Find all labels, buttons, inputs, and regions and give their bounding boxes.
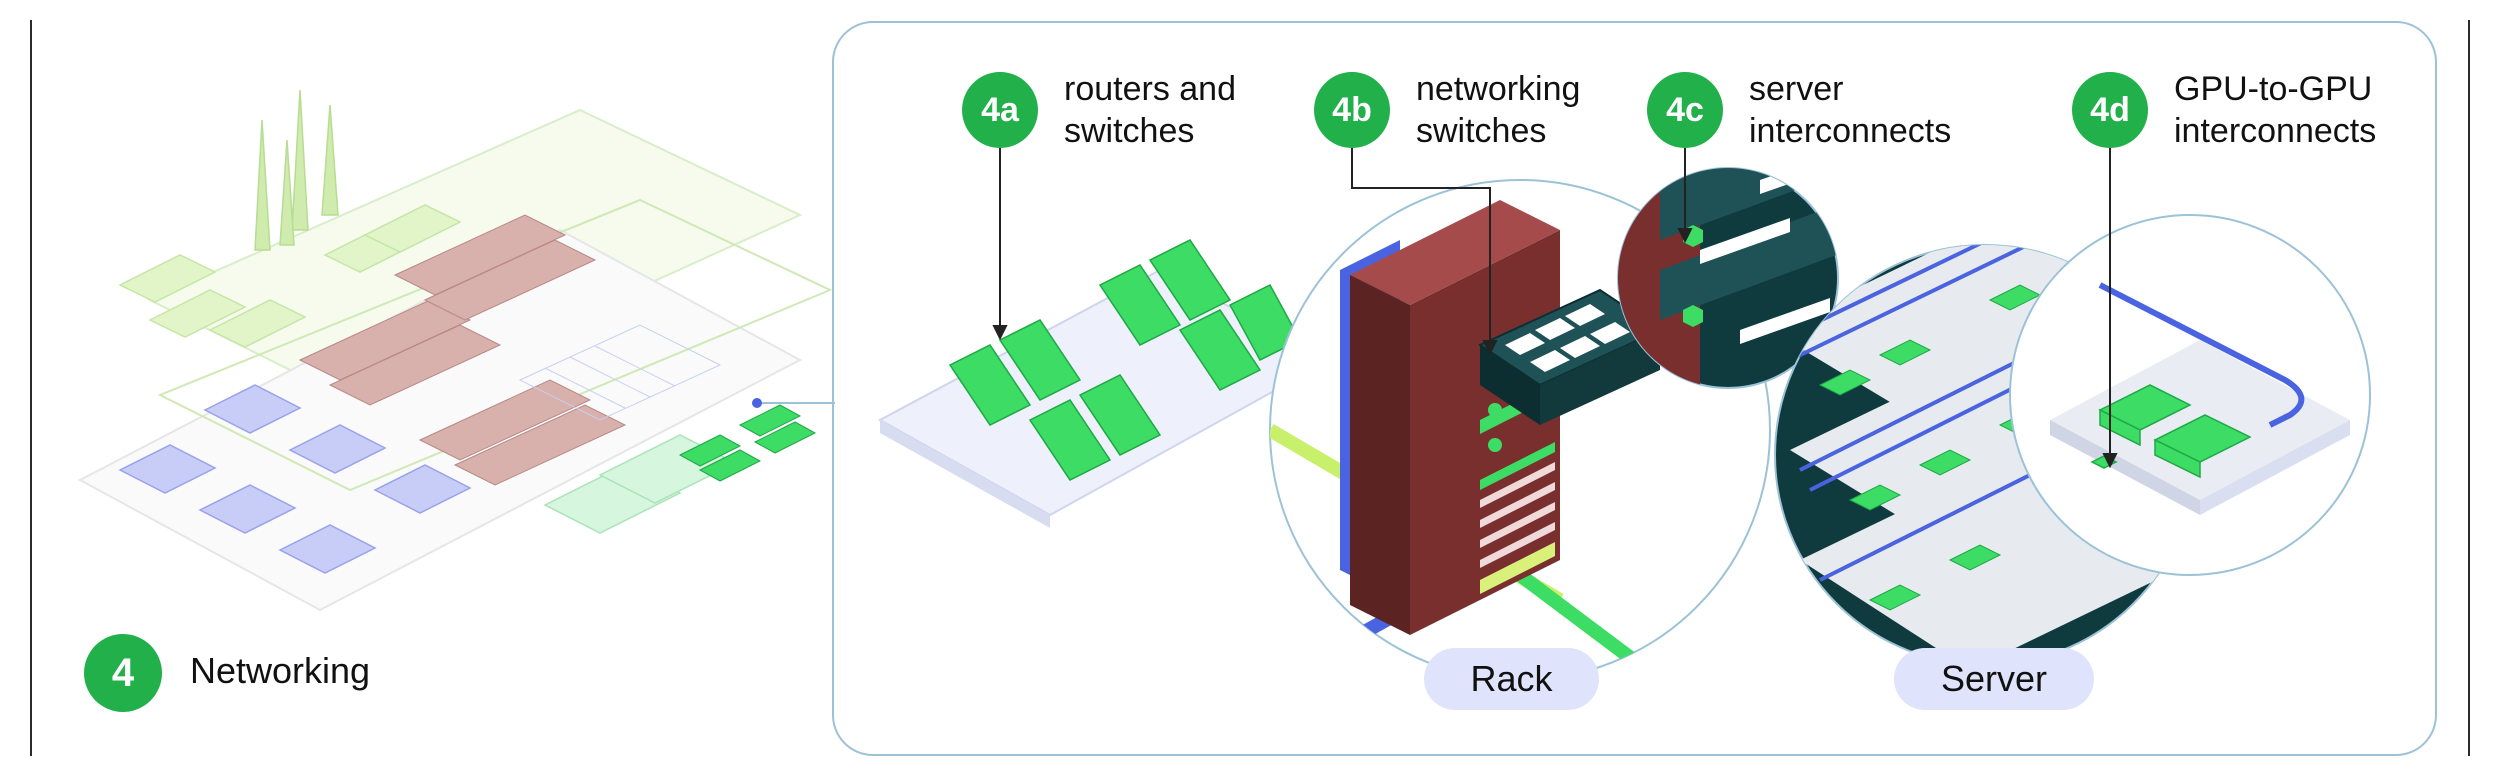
server-label-pill: Server <box>1894 648 2094 710</box>
callout-label-4d: GPU-to-GPU interconnects <box>2174 70 2377 150</box>
section-number-badge: 4 <box>84 634 162 712</box>
callout-badge-4a: 4a <box>962 72 1038 148</box>
left-frame-line <box>30 20 32 756</box>
gpu-zoom-circle <box>2009 214 2371 576</box>
detail-panel-frame <box>832 21 2437 756</box>
callout-badge-4b: 4b <box>1314 72 1390 148</box>
callout-label-4c: server interconnects <box>1749 70 1952 150</box>
interconnect-zoom-circle <box>1617 167 1839 389</box>
callout-label-4b: networking switches <box>1416 70 1581 150</box>
datacenter-overview <box>77 89 835 612</box>
callout-badge-4c: 4c <box>1647 72 1723 148</box>
callout-badge-4d: 4d <box>2072 72 2148 148</box>
rack-label-pill: Rack <box>1424 648 1599 710</box>
section-title: Networking <box>190 650 371 691</box>
callout-leaders <box>992 148 2118 469</box>
router-switch-platform <box>877 239 1333 528</box>
right-frame-line <box>2468 20 2470 756</box>
callout-label-4a: routers and switches <box>1064 70 1236 150</box>
